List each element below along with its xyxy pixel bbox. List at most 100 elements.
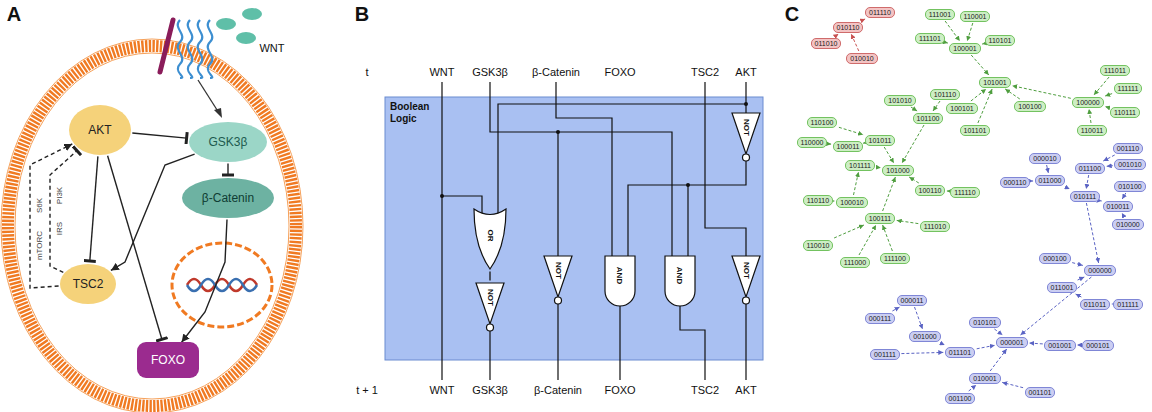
node-label: 011101 [949,348,971,357]
state-node: 110001 [960,11,991,22]
node-label: 000111 [869,314,891,323]
node-label: 011000 [1039,176,1062,185]
output-wires [490,303,746,380]
node-label: 010111 [1074,192,1096,201]
state-transition [1122,193,1126,199]
state-node: 011100 [1075,163,1105,174]
activation-edge [489,272,490,281]
state-transition [863,19,865,20]
state-node: 101111 [845,160,875,171]
state-transition [1107,165,1113,167]
state-transition [1072,263,1083,266]
node-label: 000000 [1088,266,1111,275]
state-transition [884,147,894,163]
state-transition [978,89,992,123]
state-transition [902,125,924,163]
state-node: 101000 [882,165,913,176]
node-label: 101000 [886,166,909,175]
state-node: 011110 [865,7,895,18]
state-transition [901,352,943,353]
node-label: 111111 [1118,84,1139,93]
state-transition [1005,89,1020,99]
node-label: 100000 [1076,98,1099,107]
not-gate-bubble [743,154,750,161]
wnt-ligand [216,18,236,30]
node-label: 011111 [1117,300,1138,309]
node-label: 110100 [811,118,834,127]
wnt-ligand [236,32,256,44]
node-label: 001101 [1029,388,1052,397]
node-label: 100111 [869,214,891,223]
state-node: 011000 [1035,175,1066,186]
state-node: 110011 [1077,125,1107,136]
not-akt-wire [628,161,746,258]
state-node: 100010 [836,197,867,208]
state-node: 101001 [979,77,1010,88]
state-node: 000111 [865,313,895,324]
state-node: 001101 [1025,387,1056,398]
gate-label: NOT [553,262,562,279]
state-transition [1089,109,1091,123]
node-label: 100100 [1018,102,1041,111]
node-label: 011100 [1079,164,1101,173]
panel-letter: A [7,3,21,26]
node-label: 000100 [1043,254,1066,263]
state-node: 101110 [930,89,960,100]
node-label: 000001 [1000,338,1023,347]
state-node: 011101 [945,347,975,358]
state-node: 001000 [909,331,940,342]
not-gate-bubble [743,297,750,304]
state-node: 001110 [1113,143,1143,154]
state-node: 001001 [1044,340,1075,351]
dna-strand [187,279,257,291]
node-label: 101001 [983,78,1006,87]
wnt-ligand [242,8,262,20]
logic-gate: NOT [543,255,573,305]
protein-node: β-Catenin [182,178,274,218]
node-label: 100001 [953,44,976,53]
state-transition [971,89,986,101]
state-transition [994,329,1002,335]
signal-name: β-Catenin [534,384,582,396]
node-label: 000010 [1033,154,1056,163]
gate-label: AND [676,266,685,283]
state-node: 001010 [1114,159,1145,170]
gate-label: NOT [741,262,750,279]
logic-box: Boolean LogicNOTORNOTNOTANDANDNOT [385,97,763,360]
coreceptor-rod [160,20,173,72]
node-label: 100101 [950,104,973,113]
state-node: 100110 [915,185,946,196]
node-label: 001111 [874,350,896,359]
arrow-head [214,108,222,118]
inhibition-edge [227,164,228,176]
state-transition [1105,107,1108,108]
state-node: 010011 [1103,201,1134,212]
signal-name: AKT [735,384,756,396]
node-label: 010100 [1118,182,1141,191]
state-node: 010001 [969,373,1000,384]
state-node: 100001 [949,43,980,54]
node-label: 011010 [815,39,838,48]
node-label: 010110 [837,23,860,32]
state-node: 111111 [1114,83,1143,94]
membrane-outer [1,39,303,412]
protein-node: FOXO [137,342,199,378]
state-node: 000001 [996,337,1027,348]
node-label: 110111 [1114,108,1136,117]
state-node: 010111 [1070,191,1100,202]
node-label: 111011 [1104,66,1126,75]
membrane-inner [15,53,289,399]
signal-name: WNT [259,42,284,54]
junction-dots [440,102,748,198]
catenin-wire [556,82,612,258]
gate-label: NOT [485,289,494,306]
signal-name: t [365,66,368,78]
state-transition [1122,213,1124,217]
state-transition [971,55,989,75]
node-label: 000110 [1004,178,1027,187]
state-transition [839,127,863,134]
signal-name: β-Catenin [532,66,580,78]
and-gate-body [605,256,635,306]
state-transition [859,225,876,255]
or-gate-body [474,209,506,269]
